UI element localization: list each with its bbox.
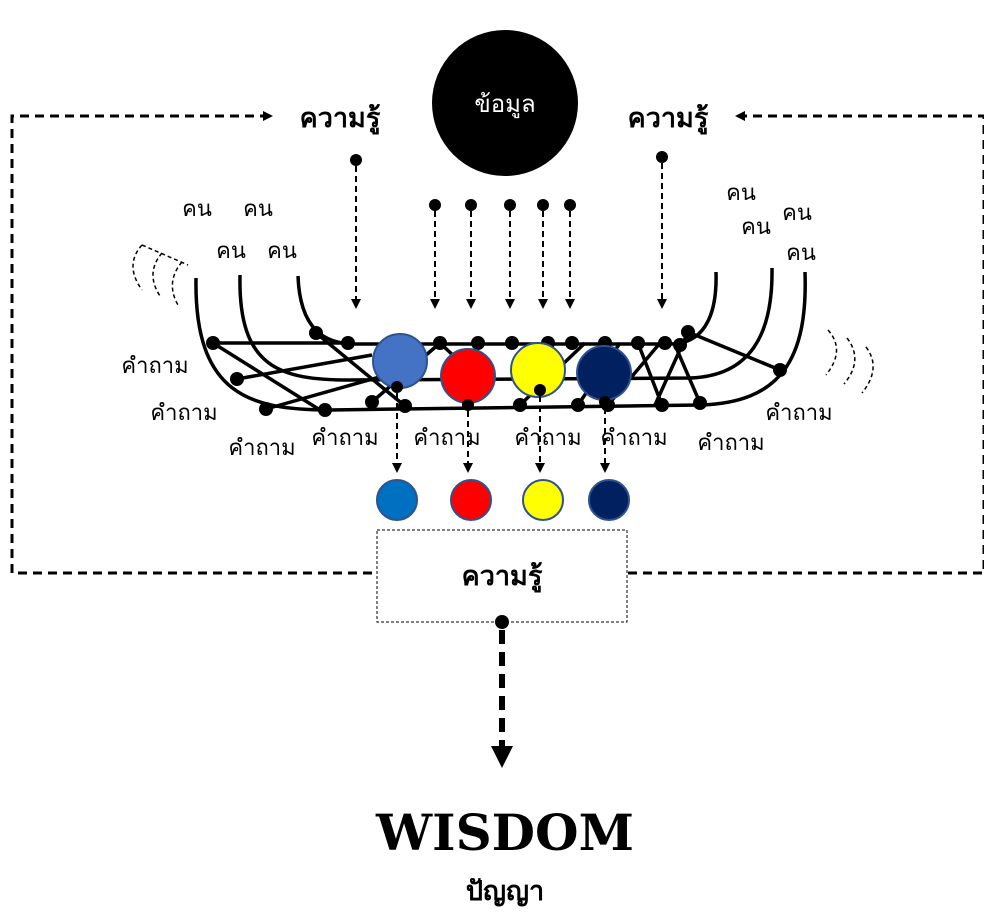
person-label: คน — [786, 241, 816, 266]
net-junctions — [206, 325, 787, 417]
question-label: คำถาม — [311, 426, 378, 451]
caught-sphere-yellow — [510, 342, 566, 398]
knowledge-box — [376, 529, 628, 623]
question-labels: คำถาม คำถาม คำถาม คำถาม คำถาม คำถาม คำถา… — [121, 354, 832, 461]
caught-sphere-blue — [372, 333, 428, 389]
question-label: คำถาม — [514, 426, 581, 451]
data-source-label: ข้อมูล — [474, 90, 535, 119]
net-structure — [194, 267, 807, 412]
data-source-circle — [432, 30, 578, 176]
motion-lines-right — [825, 329, 874, 394]
caught-sphere-navy — [576, 345, 632, 401]
person-label: คน — [216, 239, 246, 264]
question-label: คำถาม — [121, 354, 188, 379]
wisdom-title: WISDOM — [375, 803, 634, 862]
person-label: คน — [243, 197, 273, 222]
people-left: คน คน คน คน — [182, 197, 297, 264]
wisdom-arrow-origin — [495, 615, 509, 629]
knowledge-label-right: ความรู้ — [628, 103, 709, 135]
person-label: คน — [782, 201, 812, 226]
knowledge-input-arrows — [350, 151, 668, 309]
wisdom-thai: ปัญญา — [466, 876, 544, 907]
caught-sphere-red — [440, 348, 496, 404]
person-label: คน — [182, 197, 212, 222]
knowledge-sphere-blue — [376, 479, 418, 521]
filtered-knowledge — [376, 479, 630, 521]
question-label: คำถาม — [413, 426, 480, 451]
motion-lines-left — [132, 244, 189, 306]
person-label: คน — [741, 215, 771, 240]
knowledge-sphere-yellow — [522, 479, 564, 521]
knowledge-sphere-red — [450, 479, 492, 521]
question-label: คำถาม — [765, 401, 832, 426]
caught-knowledge — [372, 333, 632, 411]
question-label: คำถาม — [600, 426, 667, 451]
person-label: คน — [726, 181, 756, 206]
feedback-loop-left — [10, 111, 372, 575]
knowledge-sphere-navy — [588, 479, 630, 521]
question-label: คำถาม — [150, 401, 217, 426]
knowledge-label-left: ความรู้ — [300, 103, 381, 135]
question-label: คำถาม — [228, 436, 295, 461]
people-right: คน คน คน คน — [726, 181, 816, 266]
person-label: คน — [267, 239, 297, 264]
knowledge-box-label: ความรู้ — [462, 561, 543, 593]
question-label: คำถาม — [697, 431, 764, 456]
data-input-arrows — [429, 199, 576, 309]
filter-arrows — [392, 393, 610, 473]
feedback-loop-right — [628, 111, 984, 575]
